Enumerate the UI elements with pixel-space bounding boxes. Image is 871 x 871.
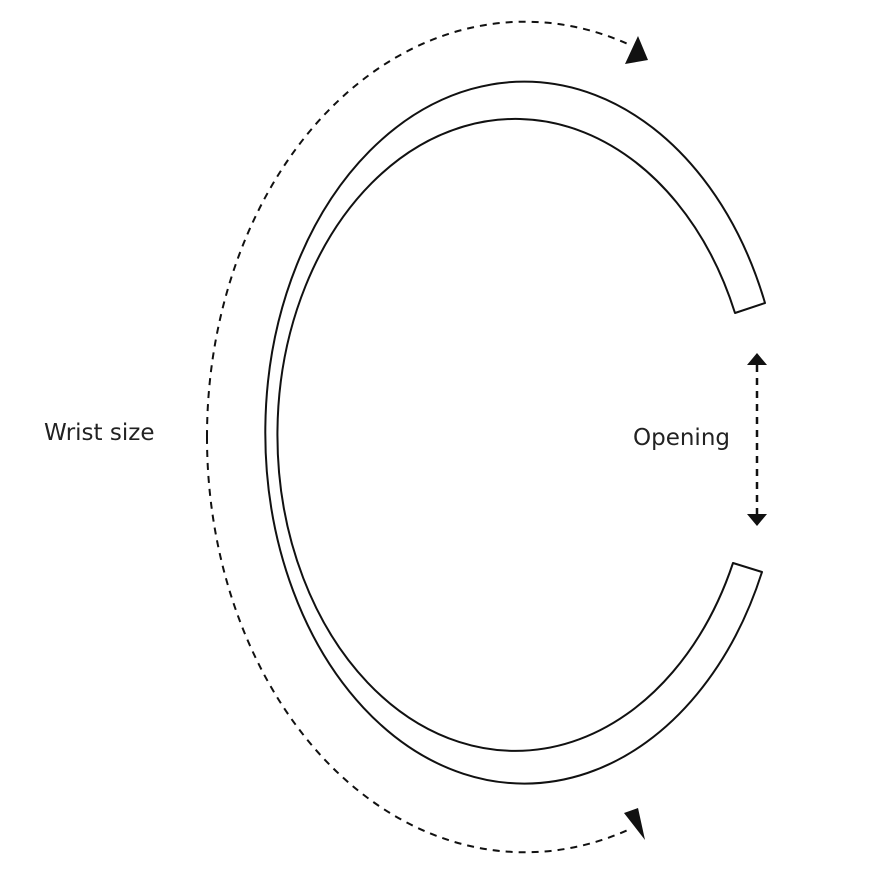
opening-label: Opening bbox=[633, 425, 730, 451]
cuff-bracelet-shape bbox=[264, 80, 766, 785]
wrist-size-arc-bottom bbox=[206, 436, 631, 854]
opening-arrow-down-icon bbox=[747, 514, 767, 526]
wrist-size-label: Wrist size bbox=[44, 420, 155, 446]
wrist-size-arc-top bbox=[206, 20, 631, 438]
arrowhead-top-icon bbox=[625, 36, 648, 64]
opening-arrow-up-icon bbox=[747, 353, 767, 365]
arrowhead-bottom-icon bbox=[624, 808, 645, 840]
